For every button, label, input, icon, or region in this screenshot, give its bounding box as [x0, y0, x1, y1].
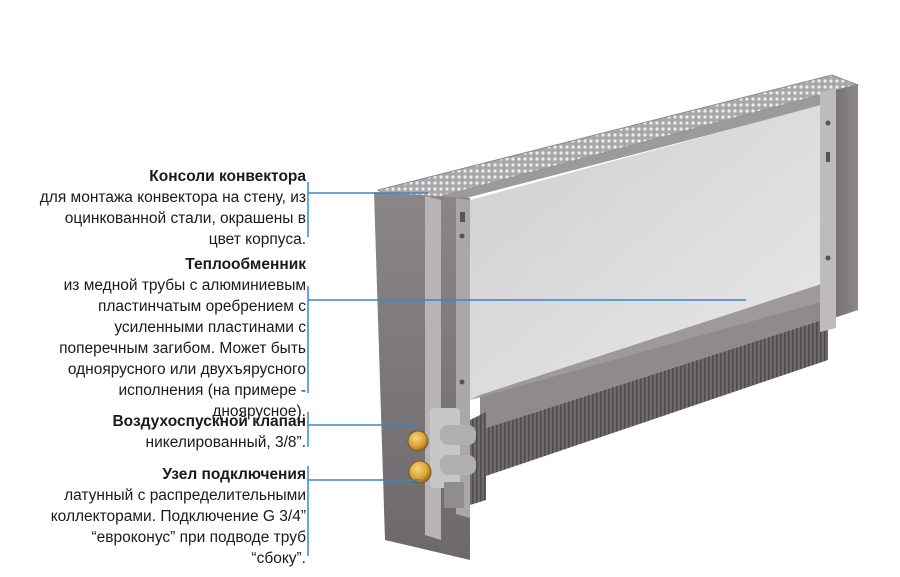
callout-connection-unit: Узел подключения латунный с распределите… [4, 464, 306, 569]
console-bracket-right [820, 88, 836, 332]
callout-air-valve-title: Воздухоспускной клапан [112, 413, 306, 430]
back-panel [470, 103, 828, 400]
leader-line-heat-exchanger [307, 286, 746, 393]
callout-air-valve: Воздухоспускной клапан никелированный, 3… [4, 411, 306, 453]
connection-fitting-icon [408, 460, 432, 484]
callout-connection-unit-body: латунный с распределительными коллектора… [50, 487, 306, 567]
callout-heat-exchanger-title: Теплообменник [185, 256, 306, 273]
connection-unit [430, 408, 476, 508]
callout-connection-unit-title: Узел подключения [162, 466, 306, 483]
callout-consoles-title: Консоли конвектора [149, 168, 306, 185]
air-vent-valve-icon [407, 430, 429, 452]
callout-consoles-body: для монтажа конвектора на стену, из оцин… [39, 189, 306, 248]
callout-heat-exchanger: Теплообменник из медной трубы с алюминие… [4, 254, 306, 422]
leader-line-connection [307, 466, 420, 556]
callout-heat-exchanger-body: из медной трубы с алюминиевым пластинчат… [59, 277, 306, 420]
leader-line-consoles [307, 182, 428, 237]
callout-air-valve-body: никелированный, 3/8”. [145, 434, 306, 451]
callout-consoles: Консоли конвектора для монтажа конвектор… [4, 166, 306, 250]
heat-exchanger [470, 282, 828, 478]
leader-lines [307, 182, 746, 556]
leader-line-air-valve [307, 412, 418, 447]
